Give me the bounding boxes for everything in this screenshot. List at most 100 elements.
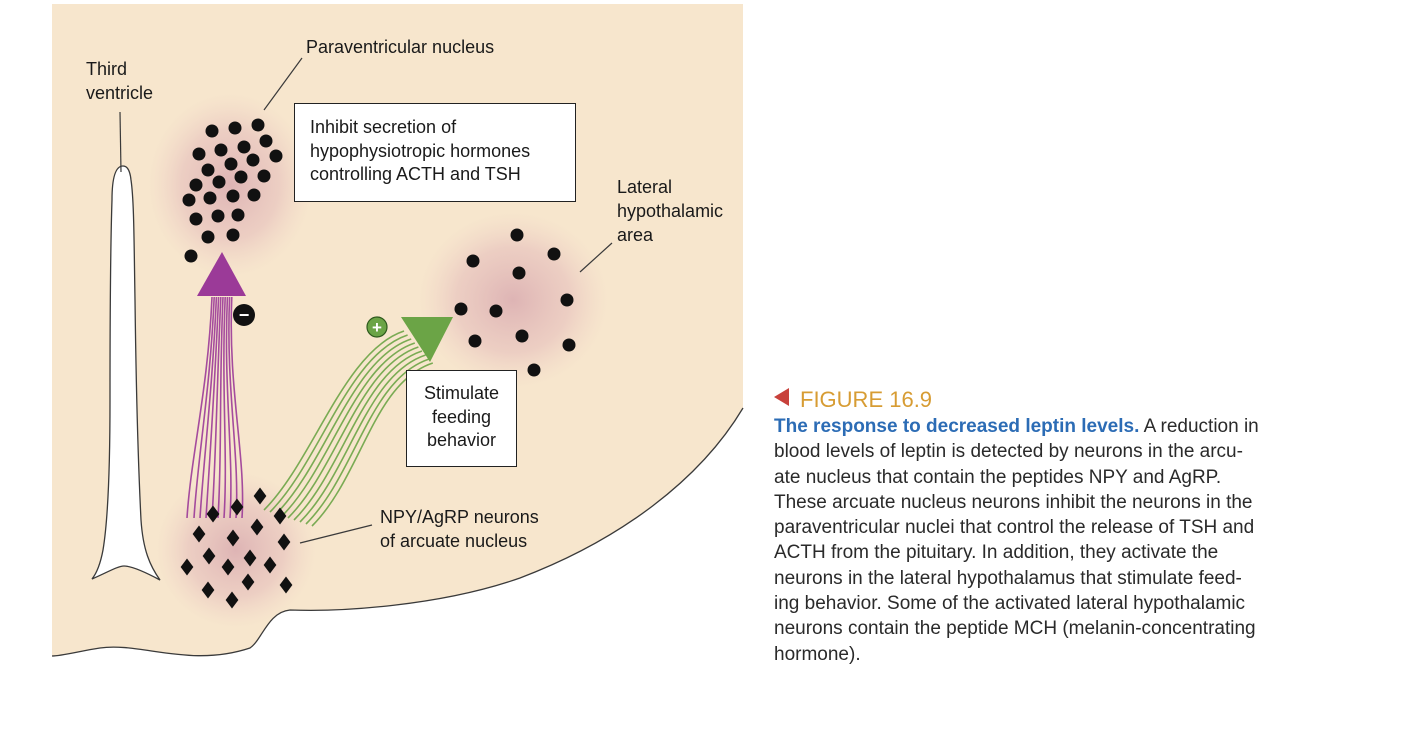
inhibitory-fiber xyxy=(225,296,232,519)
hypothalamus-tissue xyxy=(52,4,743,656)
neuron-dot xyxy=(251,118,265,132)
neuron-dot xyxy=(203,191,217,205)
stimulatory-arrowhead xyxy=(401,317,453,362)
neuron-dot xyxy=(527,363,541,377)
caption-line: ing behavior. Some of the activated late… xyxy=(774,593,1246,615)
neuron-diamond xyxy=(277,533,291,551)
neuron-dot xyxy=(189,178,203,192)
neuron-diamond xyxy=(273,507,287,525)
lateral-area-label-line: hypothalamic xyxy=(617,201,724,221)
neuron-diamond xyxy=(201,581,215,599)
neuron-dot xyxy=(269,149,283,163)
inhibitory-fiber xyxy=(230,296,244,519)
neuron-diamond xyxy=(221,558,235,576)
stimulate-box-line: Stimulate xyxy=(423,383,500,403)
lateral-area-label-line: Lateral xyxy=(617,177,673,197)
stimulatory-fibers xyxy=(263,330,434,527)
third-ventricle-leader xyxy=(119,111,122,173)
inhibitory-fibers xyxy=(186,296,244,519)
neuron-dot xyxy=(214,143,228,157)
inhibit-box-line: hypophysiotropic hormones xyxy=(310,140,531,161)
paraventricular-label: Paraventricular nucleus xyxy=(306,37,495,57)
neuron-dot xyxy=(512,266,526,280)
neuron-diamond xyxy=(279,576,293,594)
stimulate-box: Stimulate feeding behavior xyxy=(406,370,517,467)
arcuate-label: NPY/AgRP neurons of arcuate nucleus xyxy=(380,505,539,553)
stimulatory-fiber xyxy=(299,354,426,523)
caption-line: neurons in the lateral hypothalamus that… xyxy=(774,567,1242,589)
inhibitory-fiber xyxy=(205,296,220,519)
inhibit-box-line: Inhibit secretion of xyxy=(310,117,457,137)
neuron-dot xyxy=(246,153,260,167)
third-ventricle-label-line: Third xyxy=(86,59,128,79)
stimulatory-fiber xyxy=(263,330,405,511)
lateral-area-label: Lateral hypothalamic area xyxy=(617,175,723,247)
third-ventricle-label-line: ventricle xyxy=(86,83,154,103)
neuron-dot xyxy=(547,247,561,261)
neuron-dot xyxy=(182,193,196,207)
neuron-dot xyxy=(237,140,251,154)
figure-number: FIGURE 16.9 xyxy=(800,387,933,412)
neuron-diamond xyxy=(263,556,277,574)
neuron-dot xyxy=(231,208,245,222)
neuron-diamond xyxy=(202,547,216,565)
neuron-diamond xyxy=(206,505,220,523)
arcuate-neurons xyxy=(180,487,293,609)
arcuate-halo xyxy=(156,472,316,628)
neuron-dot xyxy=(201,163,215,177)
arcuate-leader xyxy=(299,524,373,544)
neuron-diamond xyxy=(250,518,264,536)
inhibitory-fiber xyxy=(186,296,213,519)
stimulatory-fiber xyxy=(287,346,419,519)
inhibitory-fiber xyxy=(228,296,238,519)
neuron-dot xyxy=(468,334,482,348)
stimulatory-fiber xyxy=(281,342,416,517)
tissue-outline xyxy=(51,407,744,657)
paraventricular-leader xyxy=(263,57,303,111)
caption-line: blood levels of leptin is detected by ne… xyxy=(774,441,1243,463)
neuron-diamond xyxy=(241,573,255,591)
neuron-dot xyxy=(515,329,529,343)
neuron-dot xyxy=(226,228,240,242)
third-ventricle-shape xyxy=(91,165,161,581)
paraventricular-neurons xyxy=(182,118,283,263)
caption-line: hormone). xyxy=(774,643,861,665)
caption-line: paraventricular nuclei that control the … xyxy=(774,517,1255,539)
svg-text:−: − xyxy=(239,305,250,325)
inhibitory-fiber xyxy=(217,296,224,519)
lateral-hypothalamic-neurons xyxy=(454,228,576,377)
svg-text:+: + xyxy=(372,318,382,337)
neuron-dot xyxy=(205,124,219,138)
neuron-dot xyxy=(259,134,273,148)
inhibitory-fiber xyxy=(199,296,218,519)
inhibitory-fiber xyxy=(193,296,215,519)
arcuate-label-line: of arcuate nucleus xyxy=(380,531,528,551)
caption-line: ACTH from the pituitary. In addition, th… xyxy=(774,542,1219,564)
neuron-dot xyxy=(489,304,503,318)
neuron-diamond xyxy=(180,558,194,576)
neuron-dot xyxy=(562,338,576,352)
inhibit-box-line: controlling ACTH and TSH xyxy=(310,164,521,184)
neuron-diamond xyxy=(226,529,240,547)
caption-line: ate nucleus that contain the peptides NP… xyxy=(774,466,1222,488)
stimulate-box-line: feeding xyxy=(431,406,492,427)
plus-sign-icon: + xyxy=(366,316,388,338)
neuron-diamond xyxy=(253,487,267,505)
neuron-diamond xyxy=(243,549,257,567)
lateral-area-label-line: area xyxy=(617,225,654,245)
lateral-halo xyxy=(418,212,608,388)
neuron-dot xyxy=(228,121,242,135)
neuron-diamond xyxy=(230,498,244,516)
neuron-dot xyxy=(184,249,198,263)
neuron-dot xyxy=(257,169,271,183)
caption-line: The response to decreased leptin levels.… xyxy=(774,414,1374,439)
neuron-dot xyxy=(211,209,225,223)
neuron-dot xyxy=(234,170,248,184)
minus-sign-icon: − xyxy=(233,304,255,326)
caption-text: A reduction in xyxy=(1139,416,1259,437)
neuron-dot xyxy=(189,212,203,226)
lateral-area-leader xyxy=(579,242,613,273)
neuron-dot xyxy=(510,228,524,242)
neuron-dot xyxy=(224,157,238,171)
neuron-dot xyxy=(192,147,206,161)
